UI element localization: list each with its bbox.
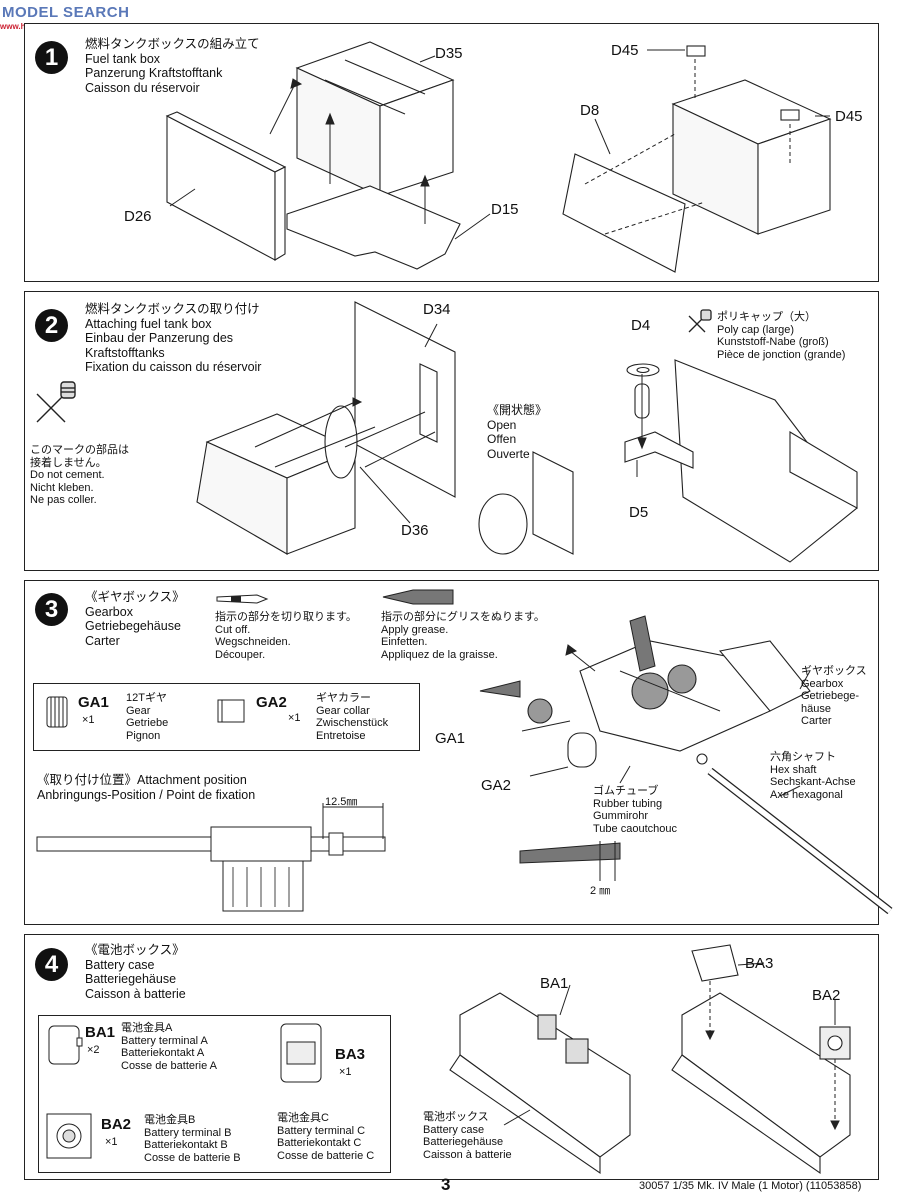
product-code: 30057 1/35 Mk. IV Male (1 Motor) (110538… bbox=[639, 1180, 862, 1192]
fuel-tank-attach-diagram bbox=[196, 301, 858, 563]
part-label-d5: D5 bbox=[629, 504, 649, 521]
step-3-panel: 3 《ギヤボックス》 Gearbox Getriebegehäuse Carte… bbox=[24, 580, 893, 925]
ba2-qty: ×1 bbox=[105, 1136, 118, 1148]
part-label-d26: D26 bbox=[124, 208, 152, 225]
battery-case-diagram bbox=[449, 944, 851, 1175]
ba3-desc: 電池金具C Battery terminal C Batteriekontakt… bbox=[277, 1112, 375, 1162]
step-2-panel: 2 燃料タンクボックスの取り付け Attaching fuel tank box… bbox=[24, 291, 879, 571]
ga2-desc: ギヤカラー Gear collar Zwischenstück Entretoi… bbox=[316, 692, 389, 742]
ga2-qty: ×1 bbox=[288, 712, 301, 724]
part-label-d4: D4 bbox=[631, 317, 651, 334]
ba2-code: BA2 bbox=[101, 1116, 132, 1133]
grease-note: 指示の部分にグリスをぬります。 Apply grease. Einfetten.… bbox=[381, 611, 545, 661]
hex-shaft-note: 六角シャフト Hex shaft Sechskant-Achse Axe hex… bbox=[770, 751, 856, 801]
ba2-desc: 電池金具B Battery terminal B Batteriekontakt… bbox=[144, 1114, 241, 1164]
battery-terminal-c-icon bbox=[280, 1023, 322, 1083]
no-cement-note: このマークの部品は 接着しません。 Do not cement. Nicht k… bbox=[30, 444, 129, 506]
attachment-position-title: 《取り付け位置》Attachment position Anbringungs-… bbox=[37, 773, 256, 802]
battery-case-note: 電池ボックス Battery case Batteriegehäuse Cais… bbox=[423, 1111, 512, 1161]
step-title: 《ギヤボックス》 Gearbox Getriebegehäuse Carter bbox=[85, 590, 185, 648]
ga2-code: GA2 bbox=[256, 694, 287, 711]
grease-icon bbox=[382, 589, 454, 605]
page-number: 3 bbox=[441, 1175, 451, 1194]
step-number: 1 bbox=[35, 41, 68, 74]
step-number: 4 bbox=[35, 948, 68, 981]
ga1-desc: 12Tギヤ Gear Getriebe Pignon bbox=[126, 692, 169, 742]
part-label-ga2: GA2 bbox=[481, 777, 512, 794]
poly-cap-note: ポリキャップ（大） Poly cap (large) Kunststoff-Na… bbox=[717, 311, 846, 361]
step-4-panel: 4 《電池ボックス》 Battery case Batteriegehäuse … bbox=[24, 934, 879, 1180]
part-label-d8: D8 bbox=[580, 102, 600, 119]
gearbox-note: ギヤボックス Gearbox Getriebege- häuse Carter bbox=[801, 665, 867, 727]
ba3-qty: ×1 bbox=[339, 1066, 352, 1078]
step-number: 2 bbox=[35, 309, 68, 342]
part-label-d34: D34 bbox=[423, 301, 451, 318]
part-label-d15: D15 bbox=[491, 201, 519, 218]
part-label-ba3: BA3 bbox=[745, 955, 774, 972]
attachment-position-diagram bbox=[36, 803, 386, 912]
ba1-desc: 電池金具A Battery terminal A Batteriekontakt… bbox=[121, 1022, 218, 1072]
step-title: 燃料タンクボックスの取り付け Attaching fuel tank box E… bbox=[85, 302, 262, 374]
watermark: MODEL SEARCH bbox=[2, 4, 130, 21]
step-title: 《電池ボックス》 Battery case Batteriegehäuse Ca… bbox=[85, 943, 186, 1001]
open-state-note: 《開状態》 Open Offen Ouverte bbox=[487, 403, 548, 461]
parts-box: GA1 ×1 12Tギヤ Gear Getriebe Pignon GA2 ×1… bbox=[33, 683, 420, 751]
ba1-qty: ×2 bbox=[87, 1044, 100, 1056]
fuel-tank-diagram bbox=[165, 41, 832, 273]
dimension-12-5mm: 12.5㎜ bbox=[325, 796, 358, 808]
battery-terminal-b-icon bbox=[46, 1113, 92, 1159]
part-label-d45: D45 bbox=[611, 42, 639, 59]
part-label-ba2: BA2 bbox=[812, 987, 841, 1004]
battery-parts-box: BA1 ×2 電池金具A Battery terminal A Batterie… bbox=[38, 1015, 391, 1173]
cutoff-note: 指示の部分を切り取ります。 Cut off. Wegschneiden. Déc… bbox=[215, 611, 357, 661]
gear-icon bbox=[46, 696, 68, 728]
part-label-ba1: BA1 bbox=[540, 975, 569, 992]
part-label-d36: D36 bbox=[401, 522, 429, 539]
ga1-qty: ×1 bbox=[82, 714, 95, 726]
knife-icon bbox=[216, 594, 269, 604]
no-cement-icon bbox=[36, 381, 76, 423]
ba1-code: BA1 bbox=[85, 1024, 116, 1041]
ga1-code: GA1 bbox=[78, 694, 109, 711]
step-1-panel: 1 燃料タンクボックスの組み立て Fuel tank box Panzerung… bbox=[24, 23, 879, 282]
part-label-d35: D35 bbox=[435, 45, 463, 62]
part-label-d45: D45 bbox=[835, 108, 863, 125]
part-label-ga1: GA1 bbox=[435, 730, 466, 747]
rubber-tubing-note: ゴムチューブ Rubber tubing Gummirohr Tube caou… bbox=[593, 785, 677, 835]
battery-terminal-a-icon bbox=[48, 1025, 83, 1065]
step-title: 燃料タンクボックスの組み立て Fuel tank box Panzerung K… bbox=[85, 37, 260, 95]
gear-collar-icon bbox=[217, 699, 245, 723]
dimension-2mm: 2 ㎜ bbox=[590, 885, 611, 897]
step-number: 3 bbox=[35, 593, 68, 626]
gearbox-diagram bbox=[479, 615, 893, 915]
ba3-code: BA3 bbox=[335, 1046, 366, 1063]
